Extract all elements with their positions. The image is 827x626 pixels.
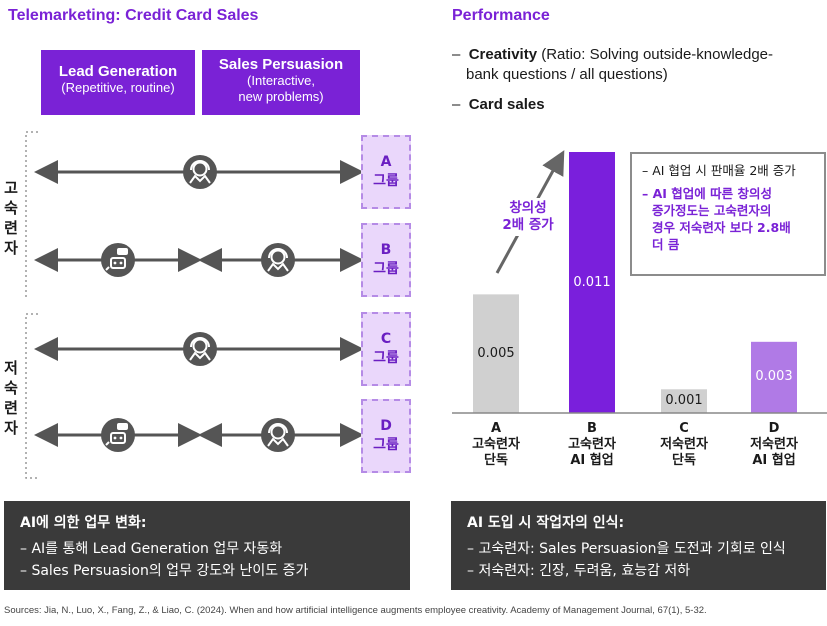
group-word: 그룹 bbox=[373, 173, 399, 189]
annotation-line: 2배 증가 bbox=[502, 217, 554, 233]
note-line: 경우 저숙련자 보다 2.8배 bbox=[652, 220, 791, 235]
note-line: 더 큼 bbox=[652, 237, 680, 252]
x-axis-label-line: 저숙련자 bbox=[660, 437, 708, 452]
bullet-creativity: – Creativity (Ratio: Solving outside-kno… bbox=[452, 45, 822, 85]
group-letter: C bbox=[380, 331, 392, 347]
x-axis-label-line: 저숙련자 bbox=[750, 437, 798, 452]
group-word: 그룹 bbox=[373, 261, 399, 277]
annotation-line: 창의성 bbox=[509, 200, 547, 216]
group-word: 그룹 bbox=[373, 350, 399, 366]
box-title: AI에 의한 업무 변화: bbox=[20, 515, 147, 531]
chart-svg bbox=[452, 150, 827, 414]
header-main: Lead Generation bbox=[58, 63, 178, 80]
note-line: 증가정도는 고숙련자의 bbox=[652, 203, 772, 218]
x-axis-label-line: AI 협업 bbox=[752, 453, 796, 468]
x-axis-label-line: A bbox=[490, 421, 502, 436]
group-b-box: B 그룹 bbox=[361, 223, 411, 297]
x-axis-label-line: B bbox=[587, 421, 597, 436]
bar-value-label: 0.001 bbox=[665, 393, 703, 409]
ai-work-change-box: AI에 의한 업무 변화: – AI를 통해 Lead Generation 업… bbox=[4, 501, 410, 590]
box-line: – 고숙련자: Sales Persuasion을 도전과 기회로 인식 bbox=[467, 541, 786, 557]
group-letter: D bbox=[380, 418, 392, 434]
header-sub: (Repetitive, routine) bbox=[61, 80, 175, 95]
group-c-box: C 그룹 bbox=[361, 312, 411, 386]
note-box: – AI 협업 시 판매율 2배 증가 – AI 협업에 따른 창의성 증가정도… bbox=[630, 152, 826, 276]
note-highlight: – AI 협업에 따른 창의성 증가정도는 고숙련자의 경우 저숙련자 보다 2… bbox=[642, 185, 814, 253]
bar-0 bbox=[473, 294, 519, 413]
header-main: Sales Persuasion bbox=[218, 56, 344, 73]
note-line: – AI 협업에 따른 창의성 bbox=[642, 186, 772, 201]
box-line: – 저숙련자: 긴장, 두려움, 효능감 저하 bbox=[467, 563, 691, 579]
vlabel-char: 저 bbox=[4, 359, 18, 377]
x-axis-label-line: D bbox=[768, 421, 780, 436]
bullet-bold: Card sales bbox=[468, 96, 545, 113]
group-letter: B bbox=[380, 242, 392, 258]
vlabel-char: 숙 bbox=[4, 199, 18, 217]
vlabel-high-skilled: 고 숙 련 자 bbox=[2, 178, 20, 258]
group-word: 그룹 bbox=[373, 437, 399, 453]
x-axis-label-line: 고숙련자 bbox=[472, 437, 520, 452]
header-sales-persuasion: Sales Persuasion (Interactive, new probl… bbox=[202, 50, 360, 115]
x-axis-label-line: 단독 bbox=[484, 453, 508, 468]
bullet-bold: Creativity bbox=[468, 46, 538, 63]
bar-1 bbox=[569, 152, 615, 413]
bullet-dash: – bbox=[452, 96, 461, 113]
vlabel-char: 자 bbox=[4, 239, 18, 257]
box-title: AI 도입 시 작업자의 인식: bbox=[467, 515, 625, 531]
box-line: – Sales Persuasion의 업무 강도와 난이도 증가 bbox=[20, 563, 309, 579]
right-title: Performance bbox=[452, 7, 550, 24]
bullet-text: bank questions / all questions) bbox=[466, 66, 668, 83]
x-axis-label-line: 고숙련자 bbox=[568, 437, 616, 452]
group-a-box: A 그룹 bbox=[361, 135, 411, 209]
source-citation: Sources: Jia, N., Luo, X., Fang, Z., & L… bbox=[4, 605, 707, 616]
header-lead-generation: Lead Generation (Repetitive, routine) bbox=[41, 50, 195, 115]
header-sub: new problems) bbox=[238, 89, 324, 104]
creativity-annotation: 창의성 2배 증가 bbox=[492, 198, 564, 236]
bar-2 bbox=[661, 389, 707, 413]
box-line: – AI를 통해 Lead Generation 업무 자동화 bbox=[20, 541, 283, 557]
workflow-arrows bbox=[34, 154, 364, 453]
bar-value-label: 0.005 bbox=[477, 345, 515, 361]
group-brackets bbox=[25, 131, 38, 479]
bullet-card-sales: – Card sales bbox=[452, 95, 545, 115]
x-axis-label-line: AI 협업 bbox=[570, 453, 614, 468]
note-line: – AI 협업 시 판매율 2배 증가 bbox=[642, 163, 796, 178]
vlabel-char: 자 bbox=[4, 419, 18, 437]
left-title: Telemarketing: Credit Card Sales bbox=[8, 7, 259, 24]
bullet-text: (Ratio: Solving outside-knowledge- bbox=[537, 46, 774, 63]
vlabel-char: 련 bbox=[4, 219, 18, 237]
bar-3 bbox=[751, 341, 797, 413]
vlabel-char: 련 bbox=[4, 399, 18, 417]
bullet-dash: – bbox=[452, 46, 461, 63]
x-axis-label-line: 단독 bbox=[672, 453, 696, 468]
bar-value-label: 0.003 bbox=[755, 369, 793, 385]
vlabel-char: 고 bbox=[4, 179, 18, 197]
header-sub: (Interactive, bbox=[247, 73, 315, 88]
vlabel-char: 숙 bbox=[4, 379, 18, 397]
bar-value-label: 0.011 bbox=[573, 274, 611, 290]
worker-perception-box: AI 도입 시 작업자의 인식: – 고숙련자: Sales Persuasio… bbox=[451, 501, 826, 590]
group-d-box: D 그룹 bbox=[361, 399, 411, 473]
group-letter: A bbox=[380, 154, 392, 170]
x-axis-label-line: C bbox=[679, 421, 689, 436]
vlabel-low-skilled: 저 숙 련 자 bbox=[2, 358, 20, 438]
